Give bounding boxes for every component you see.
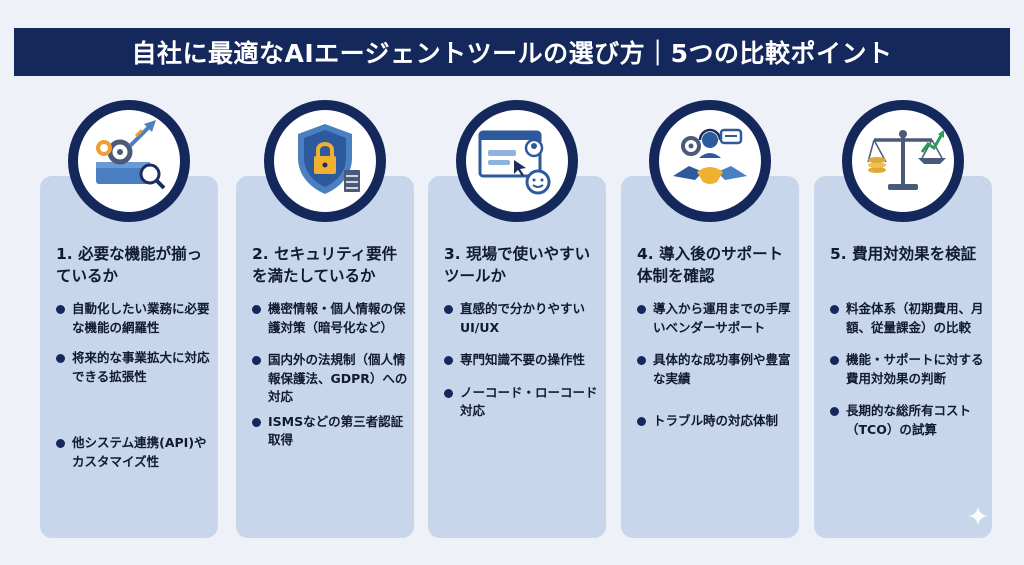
sparkle-icon [968,506,988,526]
comparison-point-1: 1. 必要な機能が揃っているか 自動化したい業務に必要な機能の網羅性 将来的な事… [40,100,218,540]
bullet-item: トラブル時の対応体制 [635,412,795,431]
point-card [236,176,414,538]
icon-badge [264,100,386,222]
bullet-list: 自動化したい業務に必要な機能の網羅性 将来的な事業拡大に対応できる拡張性 他シス… [54,300,214,471]
bullet-list: 料金体系（初期費用、月額、従量課金）の比較 機能・サポートに対する費用対効果の判… [828,300,988,439]
bullet-list: 導入から運用までの手厚いベンダーサポート 具体的な成功事例や豊富な実績 トラブル… [635,300,795,431]
bullet-item: 長期的な総所有コスト（TCO）の試算 [828,402,988,439]
point-card [814,176,992,538]
shield-lock-icon [298,124,360,194]
point-heading: 1. 必要な機能が揃っているか [56,245,203,285]
comparison-point-2: 2. セキュリティ要件を満たしているか 機密情報・個人情報の保護対策（暗号化など… [236,100,414,540]
point-heading: 2. セキュリティ要件を満たしているか [252,245,398,285]
point-card [40,176,218,538]
bullet-item: 将来的な事業拡大に対応できる拡張性 [54,349,214,386]
toolbox-gear-icon [96,120,166,190]
bullet-item: 料金体系（初期費用、月額、従量課金）の比較 [828,300,988,337]
bullet-item: 自動化したい業務に必要な機能の網羅性 [54,300,214,337]
point-heading: 3. 現場で使いやすいツールか [444,245,591,285]
point-heading: 4. 導入後のサポート体制を確認 [637,245,784,285]
bullet-item: 国内外の法規制（個人情報保護法、GDPR）への対応 [250,351,410,407]
comparison-point-3: 3. 現場で使いやすいツールか 直感的で分かりやすいUI/UX 専門知識不要の操… [428,100,606,540]
support-handshake-icon [673,128,747,184]
icon-badge [456,100,578,222]
bullet-item: 機密情報・個人情報の保護対策（暗号化など） [250,300,410,337]
bullet-list: 機密情報・個人情報の保護対策（暗号化など） 国内外の法規制（個人情報保護法、GD… [250,300,410,450]
comparison-point-5: 5. 費用対効果を検証 料金体系（初期費用、月額、従量課金）の比較 機能・サポー… [814,100,992,540]
bullet-item: 機能・サポートに対する費用対効果の判断 [828,351,988,388]
bullet-item: ISMSなどの第三者認証取得 [250,413,410,450]
icon-badge [649,100,771,222]
point-card [621,176,799,538]
browser-user-icon [478,130,551,195]
icon-badge [68,100,190,222]
cost-scale-icon [867,130,946,190]
point-card [428,176,606,538]
bullet-item: 他システム連携(API)やカスタマイズ性 [54,434,214,471]
bullet-list: 直感的で分かりやすいUI/UX 専門知識不要の操作性 ノーコード・ローコード対応 [442,300,602,421]
point-heading: 5. 費用対効果を検証 [830,245,977,263]
bullet-item: 導入から運用までの手厚いベンダーサポート [635,300,795,337]
bullet-item: ノーコード・ローコード対応 [442,384,602,421]
bullet-item: 直感的で分かりやすいUI/UX [442,300,602,337]
bullet-item: 専門知識不要の操作性 [442,351,602,370]
comparison-point-4: 4. 導入後のサポート体制を確認 導入から運用までの手厚いベンダーサポート 具体… [621,100,799,540]
page-title: 自社に最適なAIエージェントツールの選び方｜5つの比較ポイント [14,28,1010,76]
icon-badge [842,100,964,222]
bullet-item: 具体的な成功事例や豊富な実績 [635,351,795,388]
